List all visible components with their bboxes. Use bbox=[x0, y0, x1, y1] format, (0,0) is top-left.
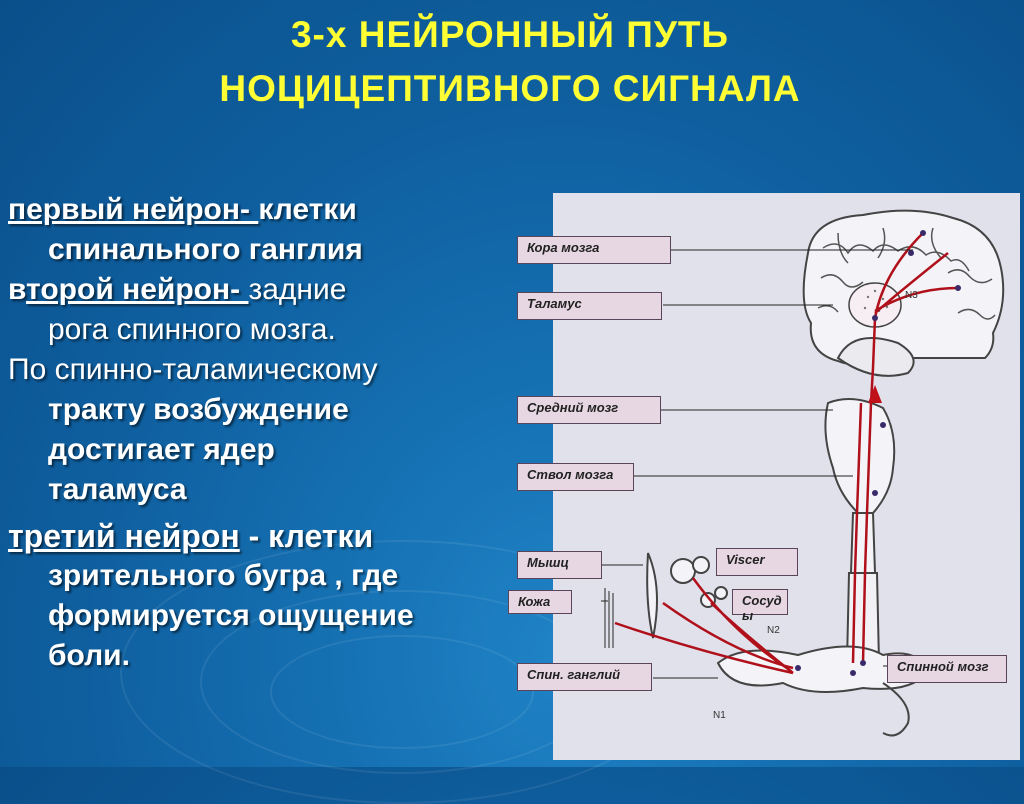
second-neuron-text-2: рога спинного мозга. bbox=[48, 313, 336, 346]
second-neuron-heading: торой нейрон- bbox=[26, 273, 249, 306]
tract-line-1: По спинно-таламическому bbox=[8, 353, 378, 386]
slide-title: 3-х НЕЙРОННЫЙ ПУТЬ НОЦИЦЕПТИВНОГО СИГНАЛ… bbox=[150, 8, 870, 116]
third-neuron-heading: третий нейрон bbox=[8, 518, 240, 554]
skin-shape bbox=[604, 588, 614, 648]
third-neuron-text-3: формируется ощущение bbox=[48, 599, 414, 632]
title-line-1: 3-х НЕЙРОННЫЙ ПУТЬ bbox=[290, 14, 730, 55]
pathway-peripheral bbox=[614, 577, 794, 675]
tract-line-3: достигает ядер bbox=[48, 433, 275, 466]
first-neuron-text-2: спинального ганглия bbox=[48, 233, 363, 266]
n3-mark: N3 bbox=[905, 290, 918, 301]
neuron-nodes bbox=[795, 230, 961, 676]
muscle-shape bbox=[646, 552, 658, 639]
brain-outline bbox=[802, 209, 1005, 365]
third-neuron-text: - клетки bbox=[239, 518, 374, 554]
third-neuron-text-2: зрительного бугра , где bbox=[48, 559, 399, 592]
pathway-cortex bbox=[873, 232, 959, 319]
tract-line-4: таламуса bbox=[48, 473, 187, 506]
label-cortex: Кора мозга bbox=[517, 236, 671, 264]
label-vessels: Сосуд ы bbox=[732, 589, 788, 623]
brain-gyri bbox=[817, 227, 996, 320]
label-skin: Кожа bbox=[508, 590, 572, 614]
ascending-arrow-icon bbox=[868, 385, 882, 403]
pathway-ascending bbox=[851, 402, 863, 664]
diagram-illustration: N3 N2 N1 bbox=[601, 209, 1005, 737]
n1-mark: N1 bbox=[713, 710, 726, 721]
label-muscle: Мышц bbox=[517, 551, 602, 579]
description-text: первый нейрон- клетки спинального гангли… bbox=[8, 190, 508, 676]
label-spinal-cord: Спинной мозг bbox=[887, 655, 1007, 683]
label-midbrain: Средний мозг bbox=[517, 396, 661, 424]
second-neuron-line: второй нейрон- задние bbox=[8, 270, 508, 310]
label-viscera: Viscer bbox=[716, 548, 798, 576]
first-neuron-text: клетки bbox=[258, 193, 357, 226]
tract-line-2: тракту возбуждение bbox=[48, 393, 349, 426]
brain-illustration bbox=[802, 209, 1005, 377]
vessel-shape bbox=[714, 586, 728, 600]
label-spinal-ganglion: Спин. ганглий bbox=[517, 663, 652, 691]
spinal-nerve-root bbox=[882, 682, 910, 737]
second-neuron-prefix: в bbox=[8, 273, 27, 306]
viscera-shape bbox=[670, 558, 696, 584]
third-neuron-line: третий нейрон - клетки bbox=[8, 516, 508, 556]
background-ripple bbox=[270, 635, 534, 749]
title-line-2: НОЦИЦЕПТИВНОГО СИГНАЛА bbox=[219, 68, 801, 109]
second-neuron-text: задние bbox=[248, 273, 347, 306]
third-neuron-text-4: боли. bbox=[48, 639, 130, 672]
first-neuron-heading: первый нейрон- bbox=[8, 193, 259, 226]
label-thalamus: Таламус bbox=[517, 292, 662, 320]
n2-mark: N2 bbox=[767, 625, 780, 636]
pain-pathway-lines bbox=[614, 232, 959, 675]
first-neuron-line: первый нейрон- клетки bbox=[8, 190, 508, 230]
pathway-ascending bbox=[861, 317, 877, 664]
label-brainstem: Ствол мозга bbox=[517, 463, 634, 491]
viscera-shape bbox=[692, 556, 710, 574]
